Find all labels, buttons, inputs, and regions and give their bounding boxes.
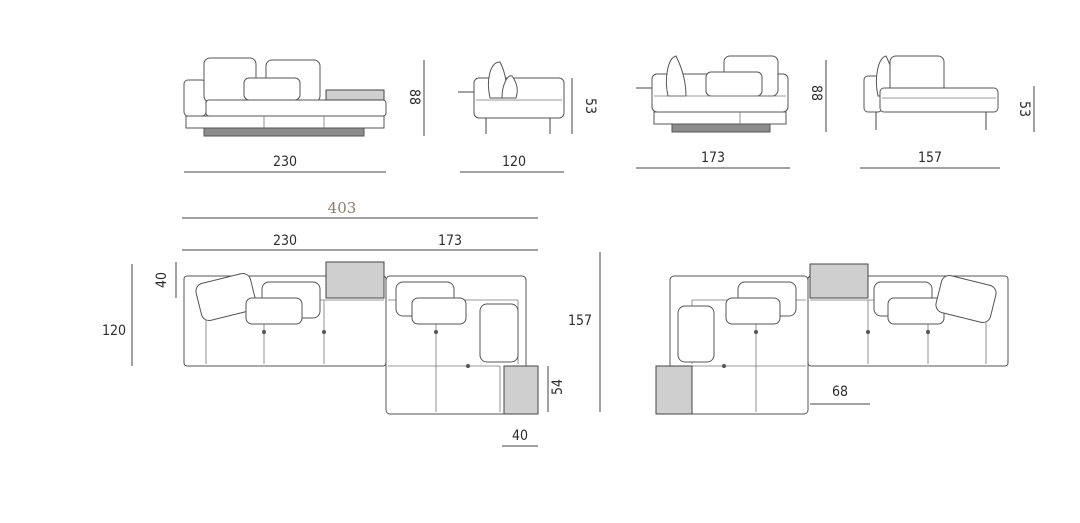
seat: [205, 99, 387, 117]
dim-label: 120: [102, 323, 126, 339]
dim-label: 173: [701, 150, 725, 166]
side-table-plan: [503, 365, 539, 415]
back-cushion: [501, 75, 518, 99]
sofa-arm: [183, 79, 207, 117]
dim-label: 230: [273, 233, 297, 249]
throw-pillow: [705, 71, 763, 97]
plan-left-composition: [131, 217, 601, 447]
sofa-base: [653, 111, 787, 125]
elevation-sofa-173: [636, 55, 827, 169]
dim-label: 53: [582, 98, 598, 114]
dim-label: 230: [273, 154, 297, 170]
back-cushion: [665, 55, 687, 97]
cushion: [479, 303, 519, 363]
dim-label: 157: [918, 150, 942, 166]
side-table-plan: [655, 365, 693, 415]
sofa-base: [185, 115, 385, 129]
dim-label: 40: [154, 272, 170, 288]
dim-label: 68: [832, 384, 848, 400]
elevation-sofa-230: [183, 57, 425, 173]
elevation-chaise-120: [458, 61, 573, 173]
dim-label: 53: [1016, 101, 1032, 117]
plan-right-composition: [655, 263, 1009, 415]
dim-label: 88: [808, 85, 824, 101]
cushion: [725, 297, 781, 325]
dim-label: 88: [406, 89, 422, 105]
cushion: [677, 305, 715, 363]
cushion: [887, 297, 945, 325]
chaise-body: [473, 77, 565, 119]
cushion: [245, 297, 303, 325]
seat: [879, 87, 999, 113]
side-table: [325, 89, 385, 101]
throw-pillow: [243, 77, 301, 101]
cushion: [411, 297, 467, 325]
dim-label-total: 403: [328, 199, 357, 217]
dim-label: 40: [512, 428, 528, 444]
dim-label: 173: [438, 233, 462, 249]
elevation-chaise-157: [860, 55, 1035, 169]
side-table-plan: [809, 263, 869, 299]
dim-label: 54: [550, 379, 566, 395]
side-table-plan: [325, 261, 385, 299]
cushion: [935, 274, 997, 324]
dim-label: 157: [568, 313, 592, 329]
dim-label: 120: [502, 154, 526, 170]
cushion: [195, 272, 257, 322]
